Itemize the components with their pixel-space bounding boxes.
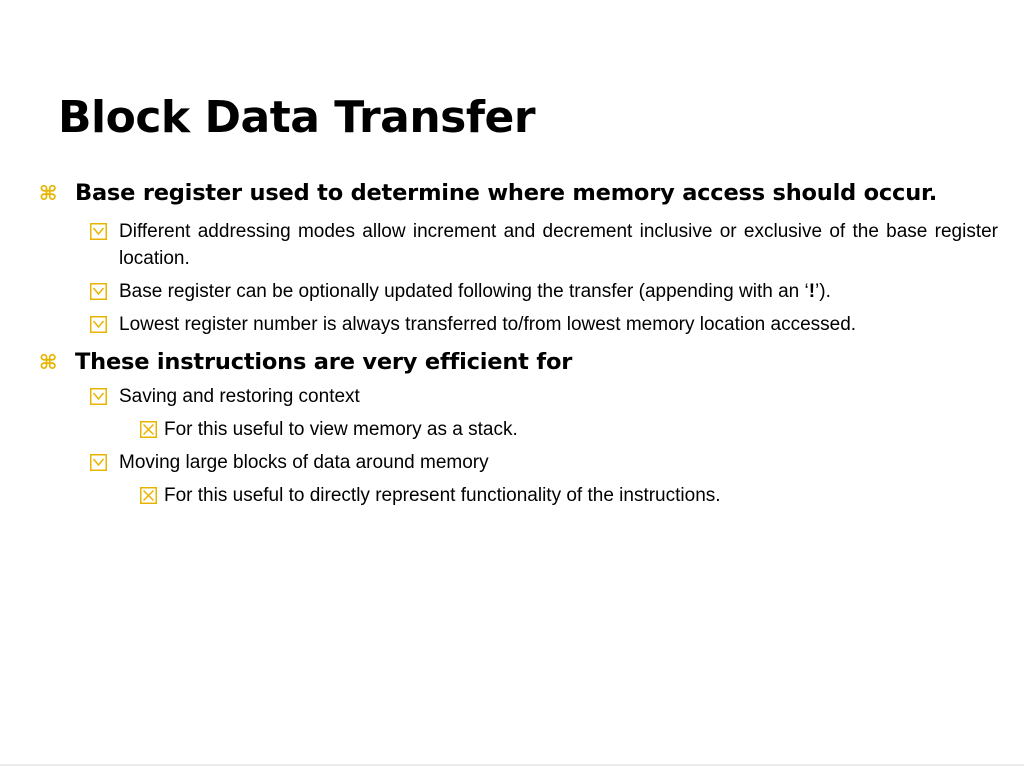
bottom-divider <box>0 764 1024 766</box>
bullet-text: Base register used to determine where me… <box>75 180 938 206</box>
command-key-icon: ⌘ <box>38 350 58 374</box>
slide-title: Block Data Transfer <box>58 92 536 143</box>
bullet-level2-lowest-register: Lowest register number is always transfe… <box>90 311 998 338</box>
bullet-text: Saving and restoring context <box>119 386 360 407</box>
bullet-text-bang: ! <box>808 281 816 302</box>
bullet-text: For this useful to view memory as a stac… <box>164 419 518 440</box>
bullet-level1-efficient-instructions: ⌘ These instructions are very efficient … <box>38 345 998 379</box>
checkbox-check-icon <box>90 454 107 471</box>
bullet-level1-base-register: ⌘ Base register used to determine where … <box>38 176 998 210</box>
checkbox-check-icon <box>90 283 107 300</box>
checkbox-check-icon <box>90 388 107 405</box>
bullet-level2-moving-blocks: Moving large blocks of data around memor… <box>90 449 998 476</box>
bullet-text-after: ’). <box>815 281 831 302</box>
bullet-text-before: Base register can be optionally updated … <box>119 281 809 302</box>
bullet-level2-base-register-update: Base register can be optionally updated … <box>90 278 998 305</box>
bullet-text: Different addressing modes allow increme… <box>119 221 998 269</box>
bullet-text: Moving large blocks of data around memor… <box>119 452 489 473</box>
checkbox-check-icon <box>90 316 107 333</box>
bullet-text: Lowest register number is always transfe… <box>119 314 857 335</box>
slide-content: ⌘ Base register used to determine where … <box>38 176 998 509</box>
checkbox-x-icon <box>140 421 157 438</box>
bullet-text: These instructions are very efficient fo… <box>75 349 573 375</box>
bullet-level2-addressing-modes: Different addressing modes allow increme… <box>90 218 998 272</box>
bullet-level3-represent-functionality: For this useful to directly represent fu… <box>140 482 998 509</box>
command-key-icon: ⌘ <box>38 181 58 205</box>
bullet-level3-memory-stack: For this useful to view memory as a stac… <box>140 416 998 443</box>
checkbox-check-icon <box>90 223 107 240</box>
bullet-level2-saving-context: Saving and restoring context <box>90 383 998 410</box>
bullet-text: For this useful to directly represent fu… <box>164 485 721 506</box>
checkbox-x-icon <box>140 487 157 504</box>
